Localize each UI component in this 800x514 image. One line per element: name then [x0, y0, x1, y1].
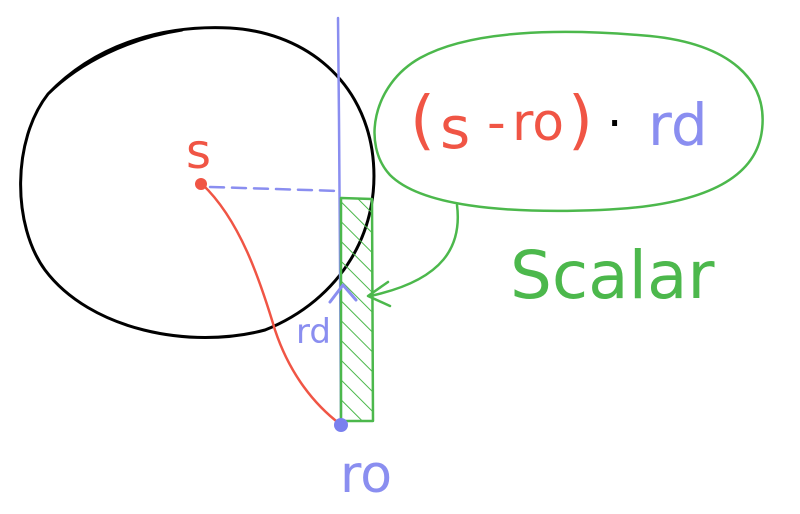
rd-arrowhead	[328, 283, 358, 304]
scalar-pointer-arrow	[368, 203, 459, 298]
formula-s: s	[440, 94, 470, 162]
ray-direction-label: rd	[296, 312, 331, 352]
formula-open-paren: (	[410, 84, 435, 158]
projection-rectangle	[339, 196, 375, 423]
projection-dashed-line	[208, 185, 342, 193]
sphere-outline	[19, 26, 376, 339]
s-minus-ro-vector	[200, 182, 342, 426]
scalar-pointer-arrowhead	[366, 280, 392, 308]
formula-dot-operator: ·	[607, 96, 622, 152]
projection-hatch-fill	[342, 198, 372, 420]
ray-origin-point	[334, 418, 348, 432]
ray-origin-label: ro	[340, 445, 392, 505]
formula-rd: rd	[648, 91, 708, 159]
sphere-center-point	[195, 178, 207, 190]
formula-ro: ro	[512, 93, 564, 153]
formula-minus: -	[487, 93, 506, 153]
scalar-annotation: Scalar	[510, 237, 715, 314]
sphere-center-label: s	[186, 124, 211, 180]
formula-close-paren: )	[568, 84, 593, 158]
formula-bubble	[373, 30, 764, 213]
